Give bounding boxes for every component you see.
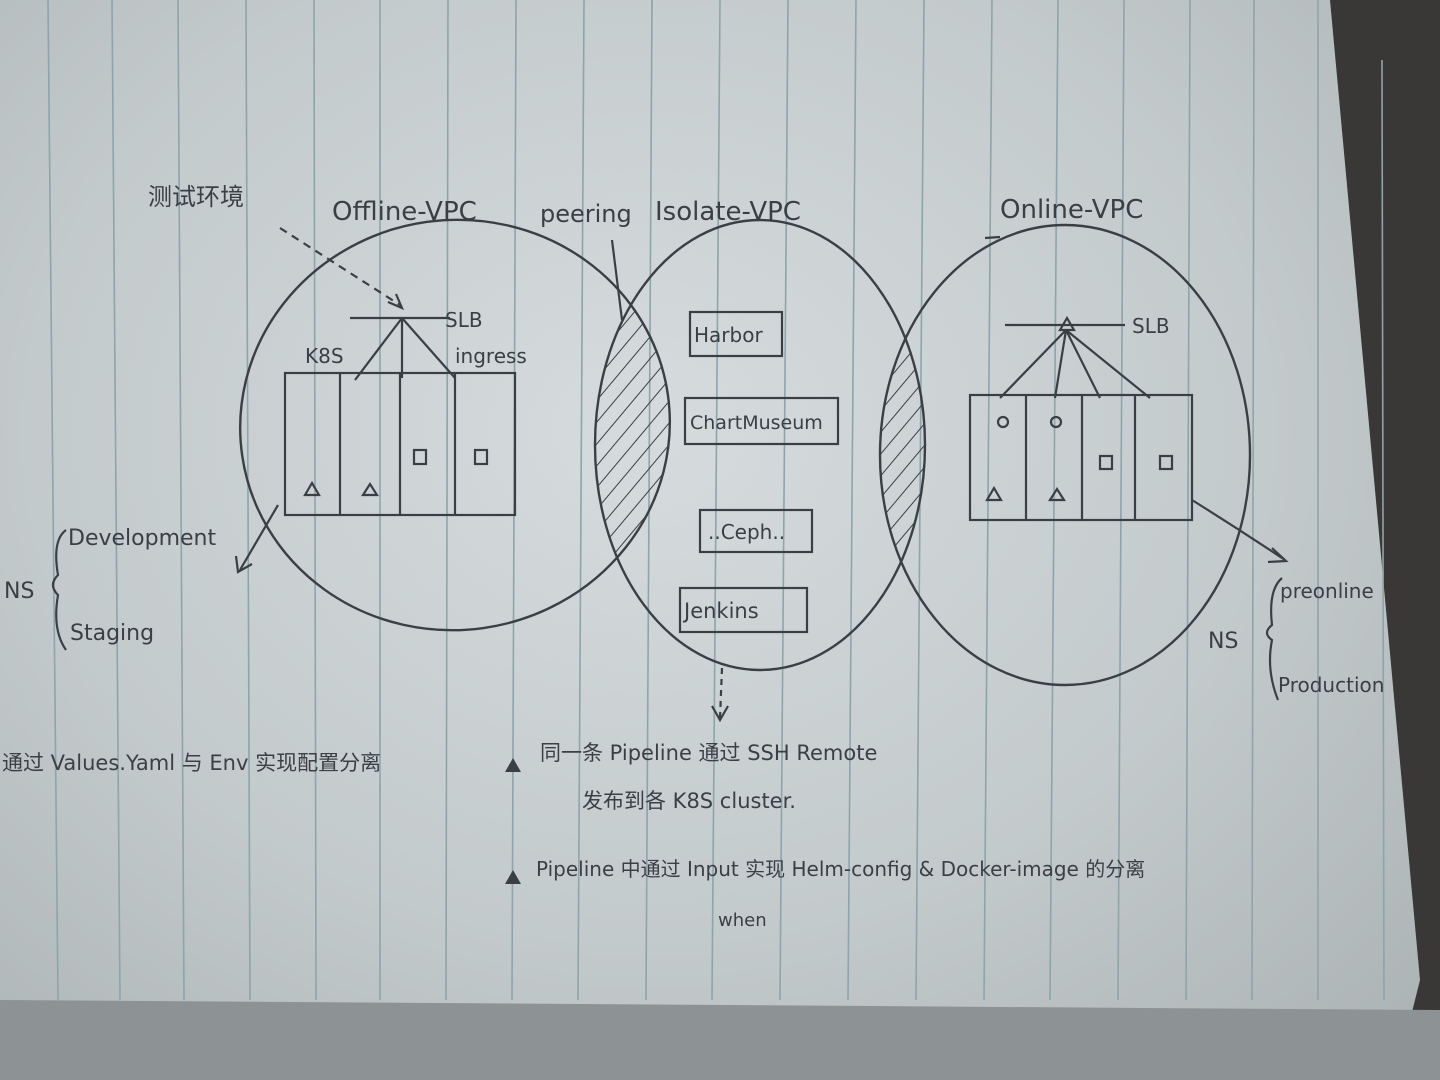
staging-label: Staging bbox=[70, 621, 154, 646]
k8s-label: K8S bbox=[305, 344, 344, 368]
pod-square bbox=[473, 448, 489, 466]
when-note: when bbox=[718, 910, 767, 931]
ns-left-label: NS bbox=[4, 579, 34, 604]
pod-triangle bbox=[303, 480, 321, 497]
jenkins-box bbox=[678, 586, 809, 634]
pod-triangle bbox=[985, 485, 1003, 502]
ns-right-brace bbox=[1265, 577, 1283, 701]
pod-circle bbox=[996, 415, 1010, 429]
jenkins-label: Jenkins bbox=[682, 599, 759, 623]
page-edge-bottom bbox=[0, 1000, 1440, 1080]
offline-vpc-circle bbox=[238, 218, 672, 632]
online-slb-link bbox=[1065, 329, 1151, 399]
offline-slb-link bbox=[354, 317, 403, 381]
online-slb-link bbox=[999, 329, 1067, 399]
offline-vpc-title: Offline-VPC bbox=[332, 197, 477, 227]
bullet-triangle bbox=[505, 758, 521, 772]
arrow-head bbox=[711, 705, 729, 723]
offline-slb-link bbox=[401, 317, 456, 379]
online-vpc-circle bbox=[878, 223, 1252, 687]
online-slb-label: SLB bbox=[1132, 314, 1170, 338]
values-yaml-note: 通过 Values.Yaml 与 Env 实现配置分离 bbox=[2, 751, 381, 775]
online-slb-link bbox=[1053, 329, 1068, 399]
test-env-arrow bbox=[279, 227, 401, 306]
pod-triangle bbox=[1047, 486, 1067, 502]
production-label: Production bbox=[1278, 673, 1384, 697]
online-slb-link bbox=[1065, 329, 1101, 399]
preonline-label: preonline bbox=[1280, 579, 1374, 603]
pod-triangle bbox=[360, 481, 380, 497]
harbor-label: Harbor bbox=[694, 323, 763, 347]
arrow-head bbox=[234, 555, 253, 574]
pipeline-ssh-note-line1: 同一条 Pipeline 通过 SSH Remote bbox=[540, 741, 877, 765]
pod-circle bbox=[1049, 415, 1063, 429]
ingress-label: ingress bbox=[455, 344, 527, 368]
isolate-vpc-title: Isolate-VPC bbox=[655, 197, 801, 227]
ns-left-arrow bbox=[239, 504, 279, 571]
isolate-vpc-circle bbox=[593, 218, 927, 672]
offline-slb-label: SLB bbox=[445, 308, 483, 332]
jenkins-arrow bbox=[718, 667, 724, 719]
pipeline-ssh-note-line2: 发布到各 K8S cluster. bbox=[582, 789, 796, 813]
notebook-ruling bbox=[47, 0, 1385, 1001]
pod-square bbox=[1098, 454, 1114, 471]
chartmuseum-label: ChartMuseum bbox=[690, 412, 823, 434]
online-vpc-pointer bbox=[984, 235, 1001, 240]
ceph-label: ..Ceph.. bbox=[708, 520, 785, 544]
test-env-label: 测试环境 bbox=[148, 183, 244, 211]
pod-square bbox=[1158, 454, 1174, 471]
peering-pointer bbox=[610, 239, 624, 321]
arrow-head bbox=[387, 293, 405, 311]
ns-left-brace bbox=[51, 529, 67, 651]
ns-right-arrow bbox=[1191, 499, 1286, 561]
page-edge-right bbox=[1330, 0, 1440, 1080]
arrow-head bbox=[1267, 547, 1289, 564]
peering-label: peering bbox=[540, 200, 632, 228]
ns-right-label: NS bbox=[1208, 629, 1238, 654]
bullet-triangle bbox=[505, 870, 521, 884]
harbor-box bbox=[688, 310, 784, 358]
online-vpc-title: Online-VPC bbox=[1000, 195, 1143, 225]
ceph-box bbox=[698, 508, 814, 554]
pod-square bbox=[412, 448, 428, 466]
pipeline-input-note: Pipeline 中通过 Input 实现 Helm-config & Dock… bbox=[536, 857, 1145, 881]
chartmuseum-box bbox=[683, 396, 840, 446]
development-label: Development bbox=[68, 526, 216, 551]
